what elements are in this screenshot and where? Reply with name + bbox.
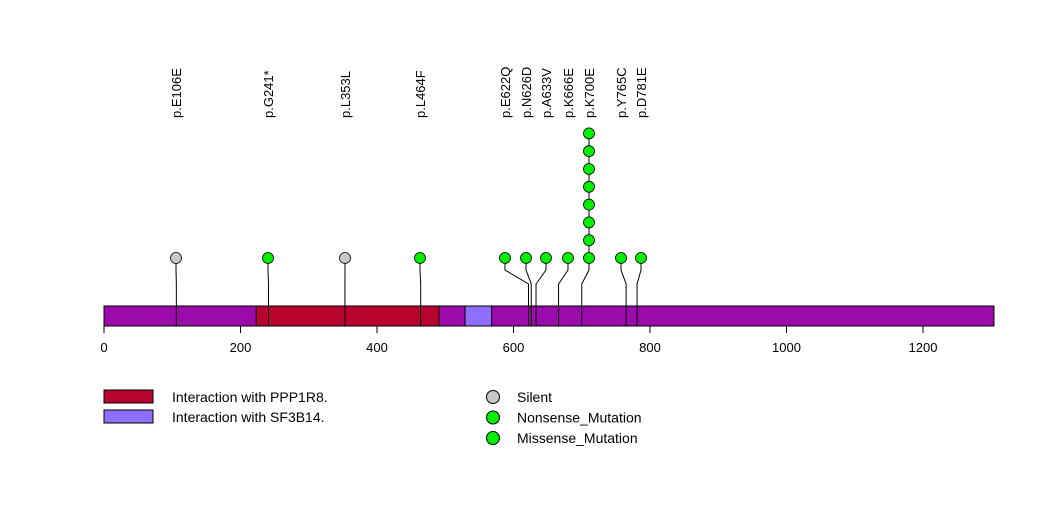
mutation-label: p.G241*	[261, 70, 276, 118]
protein-backbone	[103, 305, 995, 327]
mutation-point	[635, 252, 647, 264]
mutation-point	[499, 252, 511, 264]
domain-ppp1r8	[255, 305, 440, 327]
mutation-point	[562, 252, 574, 264]
mutation-point	[583, 198, 595, 211]
mutation-label: p.K700E	[582, 68, 597, 118]
mutation-point	[583, 252, 595, 264]
mutation-label: p.N626D	[519, 67, 534, 118]
x-tick-label: 800	[639, 340, 661, 355]
mutation-label: p.Y765C	[614, 67, 629, 118]
mutation-point	[615, 252, 627, 264]
legend-type-label: Missense_Mutation	[517, 430, 638, 446]
mutation-point	[520, 252, 532, 264]
mutation-point	[262, 252, 274, 264]
mutation-stem	[558, 258, 569, 326]
mutation-label: p.E106E	[169, 68, 184, 118]
x-tick-label: 400	[366, 340, 388, 355]
mutation-label: p.L464F	[413, 70, 428, 118]
mutation-stem	[535, 258, 547, 326]
mutation-label: p.A633V	[539, 68, 554, 118]
x-tick-label: 0	[100, 340, 107, 355]
mutation-point	[583, 127, 595, 140]
legend-type-label: Silent	[517, 389, 552, 405]
x-tick-label: 600	[503, 340, 525, 355]
mutation-point	[583, 145, 595, 158]
mutation-point	[583, 234, 595, 247]
legend-marker	[486, 410, 500, 425]
mutation-point	[170, 252, 182, 264]
mutation-label: p.L353L	[338, 71, 353, 118]
legend-swatch	[103, 389, 154, 404]
x-tick-label: 200	[230, 340, 252, 355]
legend-marker	[486, 390, 500, 404]
mutation-stem	[504, 258, 530, 326]
mutation-point	[583, 180, 595, 193]
mutation-stem	[620, 258, 627, 326]
x-tick-label: 1200	[909, 340, 938, 355]
legend-type-label: Nonsense_Mutation	[517, 410, 642, 426]
mutation-stem	[419, 258, 422, 326]
mutation-point	[583, 163, 595, 175]
legend-domain-label: Interaction with SF3B14.	[172, 409, 325, 425]
domain-sf3b14	[464, 305, 493, 327]
x-tick-label: 1000	[772, 340, 801, 355]
mutation-label: p.D781E	[634, 67, 649, 118]
legend-domain-label: Interaction with PPP1R8.	[172, 389, 328, 405]
mutation-point	[540, 252, 552, 264]
mutation-point	[339, 252, 351, 264]
legend-swatch	[103, 409, 154, 424]
mutation-stem	[636, 258, 642, 326]
mutation-stem	[581, 133, 590, 326]
legend-marker	[486, 431, 500, 445]
mutation-stem	[525, 258, 532, 326]
mutation-point	[583, 216, 595, 229]
mutation-label: p.E622Q	[498, 67, 513, 118]
mutation-label: p.K666E	[561, 68, 576, 118]
mutation-point	[414, 252, 426, 264]
